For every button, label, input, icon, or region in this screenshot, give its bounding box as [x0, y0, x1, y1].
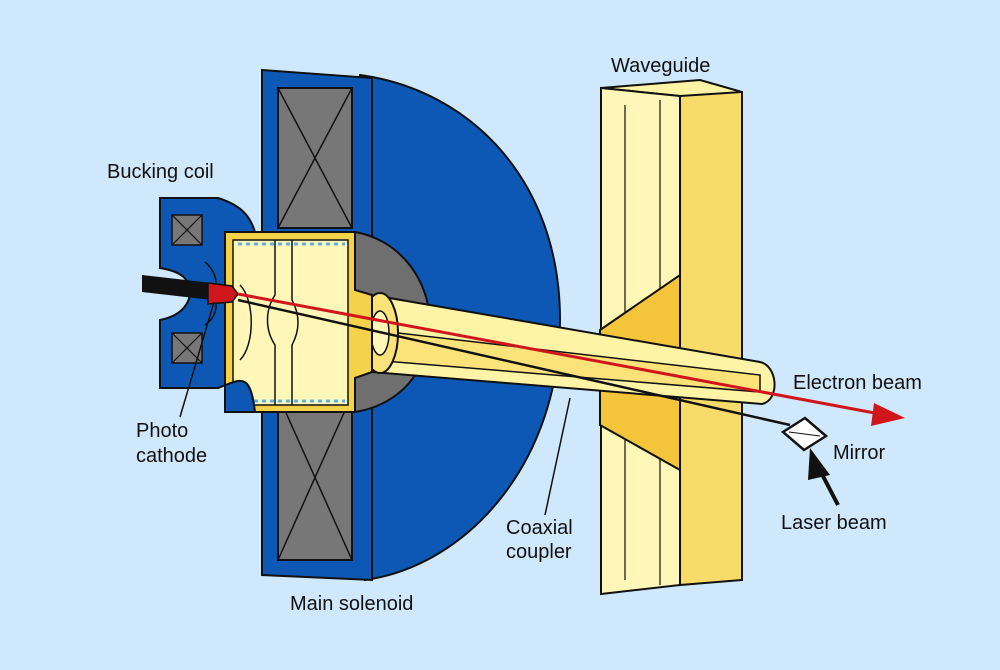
label-photo: Photo	[136, 420, 188, 442]
label-laser-beam: Laser beam	[781, 512, 887, 534]
coaxial-coupler-leader	[544, 397, 571, 516]
label-waveguide: Waveguide	[611, 55, 710, 77]
photo-cathode-leader	[179, 301, 215, 418]
solenoid-upper-coil	[277, 87, 353, 229]
electron-beam	[237, 292, 905, 426]
rf-cavity	[224, 231, 373, 413]
laser-beam-arrow	[808, 448, 840, 506]
mirror	[780, 416, 829, 452]
photo-cathode	[142, 275, 239, 305]
bucking-coil-upper-winding	[171, 214, 203, 246]
waveguide	[599, 78, 743, 596]
solenoid-lower-coil	[277, 394, 353, 561]
laser-path	[237, 298, 791, 427]
label-coupler: coupler	[506, 541, 572, 563]
label-coaxial: Coaxial	[506, 517, 573, 539]
label-bucking-coil: Bucking coil	[107, 161, 214, 183]
label-mirror: Mirror	[833, 442, 886, 464]
label-cathode: cathode	[136, 445, 207, 467]
label-main-solenoid: Main solenoid	[290, 593, 413, 615]
label-electron-beam: Electron beam	[793, 372, 922, 394]
